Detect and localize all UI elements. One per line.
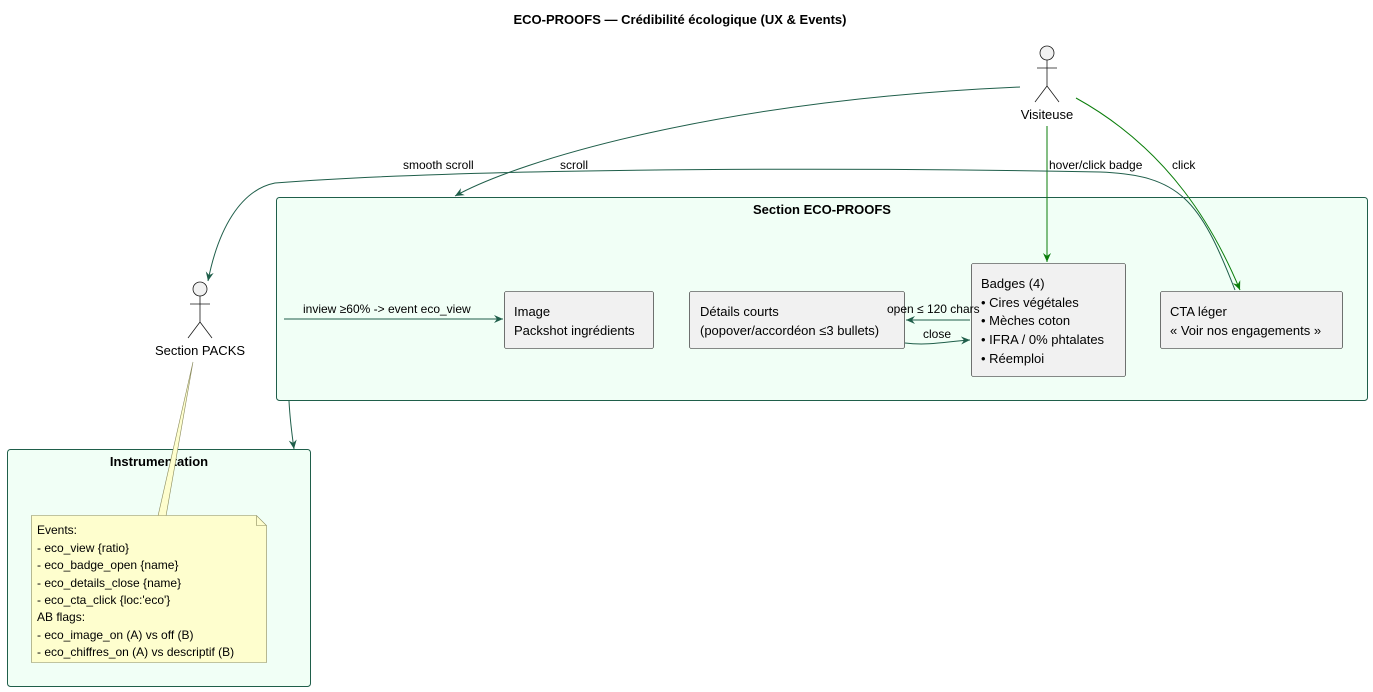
visitor-actor[interactable]: Visiteuse	[1021, 45, 1074, 122]
edge-open: open ≤ 120 chars	[887, 302, 980, 324]
note-line: AB flags:	[37, 610, 85, 624]
packs-actor[interactable]: Section PACKS	[155, 281, 245, 358]
edge-close-label: close	[923, 327, 951, 341]
svg-text:Détails courts (popover/: Détails courts (popover/accordéon ≤3 bul…	[700, 304, 879, 338]
cta-node-line: CTA léger	[1170, 304, 1228, 319]
badges-node-line: • Cires végétales	[981, 295, 1079, 310]
cta-node-line: « Voir nos engagements »	[1170, 323, 1321, 338]
badges-node-line: • Mèches coton	[981, 313, 1070, 328]
svg-text:Badges (4) • Cires végét: Badges (4) • Cires végétales • Mèches co…	[981, 276, 1108, 366]
eco-proofs-title: Section ECO-PROOFS	[753, 202, 891, 217]
details-node-line: (popover/accordéon ≤3 bullets)	[700, 323, 879, 338]
note-line: - eco_view {ratio}	[37, 541, 129, 555]
image-node[interactable]: Image Packshot ingrédients	[504, 291, 654, 349]
edge-hover-badge-label: hover/click badge	[1049, 158, 1143, 172]
image-node-line: Packshot ingrédients	[514, 323, 635, 338]
svg-text:Events: - eco_view {rati: Events: - eco_view {ratio} - eco_badge_o…	[37, 523, 234, 659]
cta-node[interactable]: CTA léger « Voir nos engagements »	[1160, 291, 1343, 349]
details-node-line: Détails courts	[700, 304, 779, 319]
badges-node-line: • IFRA / 0% phtalates	[981, 332, 1105, 347]
edge-smooth-scroll: smooth scroll	[205, 158, 1236, 291]
events-note: Events: - eco_view {ratio} - eco_badge_o…	[31, 361, 267, 663]
edge-scroll-label: scroll	[560, 158, 588, 172]
person-icon	[187, 281, 213, 339]
edge-inview-label: inview ≥60% -> event eco_view	[303, 302, 471, 316]
note-line: - eco_badge_open {name}	[37, 558, 178, 572]
person-icon	[1034, 45, 1060, 103]
note-line: Events:	[37, 523, 77, 537]
edge-smooth-scroll-label: smooth scroll	[403, 158, 474, 172]
edge-scroll: scroll	[454, 86, 1021, 197]
badges-node[interactable]: Badges (4) • Cires végétales • Mèches co…	[971, 263, 1126, 377]
note-line: - eco_cta_click {loc:'eco'}	[37, 593, 170, 607]
svg-text:CTA léger « Voir nos eng: CTA léger « Voir nos engagements »	[1170, 304, 1321, 338]
edge-click: click	[1075, 97, 1241, 291]
instrumentation-title: Instrumentation	[110, 454, 208, 469]
edge-to-instrumentation	[288, 400, 297, 450]
image-node-line: Image	[514, 304, 550, 319]
note-line: - eco_chiffres_on (A) vs descriptif (B)	[37, 645, 234, 659]
edge-close: close	[904, 327, 971, 345]
diagram-title: ECO-PROOFS — Crédibilité écologique (UX …	[514, 12, 847, 27]
badges-node-line: Badges (4)	[981, 276, 1045, 291]
note-line: - eco_details_close {name}	[37, 576, 181, 590]
badges-node-line: • Réemploi	[981, 351, 1044, 366]
svg-text:Image Packshot ingrédien: Image Packshot ingrédients	[514, 304, 635, 338]
edge-open-label: open ≤ 120 chars	[887, 302, 980, 316]
edge-click-label: click	[1172, 158, 1196, 172]
packs-label: Section PACKS	[155, 343, 245, 358]
visitor-label: Visiteuse	[1021, 107, 1074, 122]
edge-inview: inview ≥60% -> event eco_view	[284, 302, 503, 323]
edge-hover-badge: hover/click badge	[1043, 126, 1143, 262]
details-node[interactable]: Détails courts (popover/accordéon ≤3 bul…	[689, 291, 905, 349]
note-line: - eco_image_on (A) vs off (B)	[37, 628, 194, 642]
